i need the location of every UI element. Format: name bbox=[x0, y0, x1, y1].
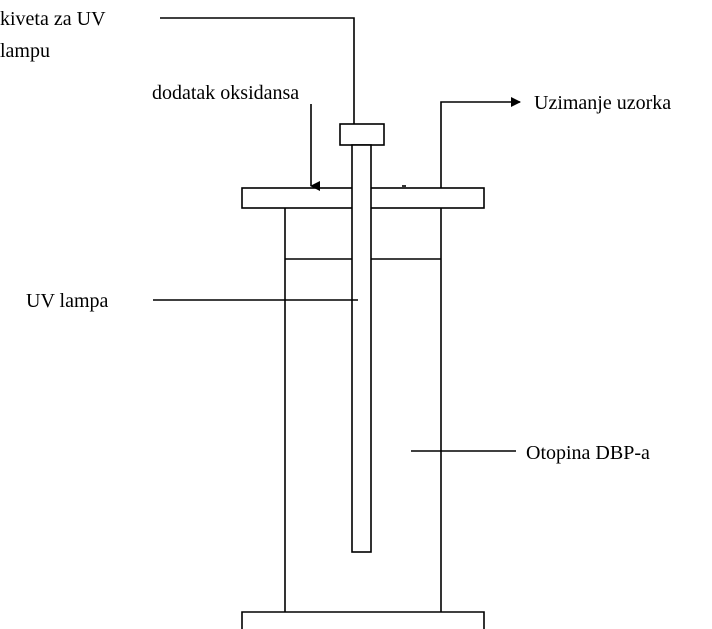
cuvette-label-line1: kiveta za UV bbox=[0, 8, 106, 30]
cuvette-cap bbox=[339, 123, 385, 146]
cuvette-leader-line bbox=[160, 17, 355, 124]
cuvette-tube bbox=[351, 144, 372, 553]
oxidant-label: dodatak oksidansa bbox=[152, 82, 299, 104]
cuvette-label-line2: lampu bbox=[0, 40, 50, 62]
uv-lamp-label: UV lampa bbox=[26, 290, 109, 312]
reactor-base bbox=[241, 611, 485, 629]
sampling-label: Uzimanje uzorka bbox=[534, 92, 671, 114]
sampling-arrow bbox=[440, 97, 521, 188]
solution-label: Otopina DBP-a bbox=[526, 442, 650, 464]
